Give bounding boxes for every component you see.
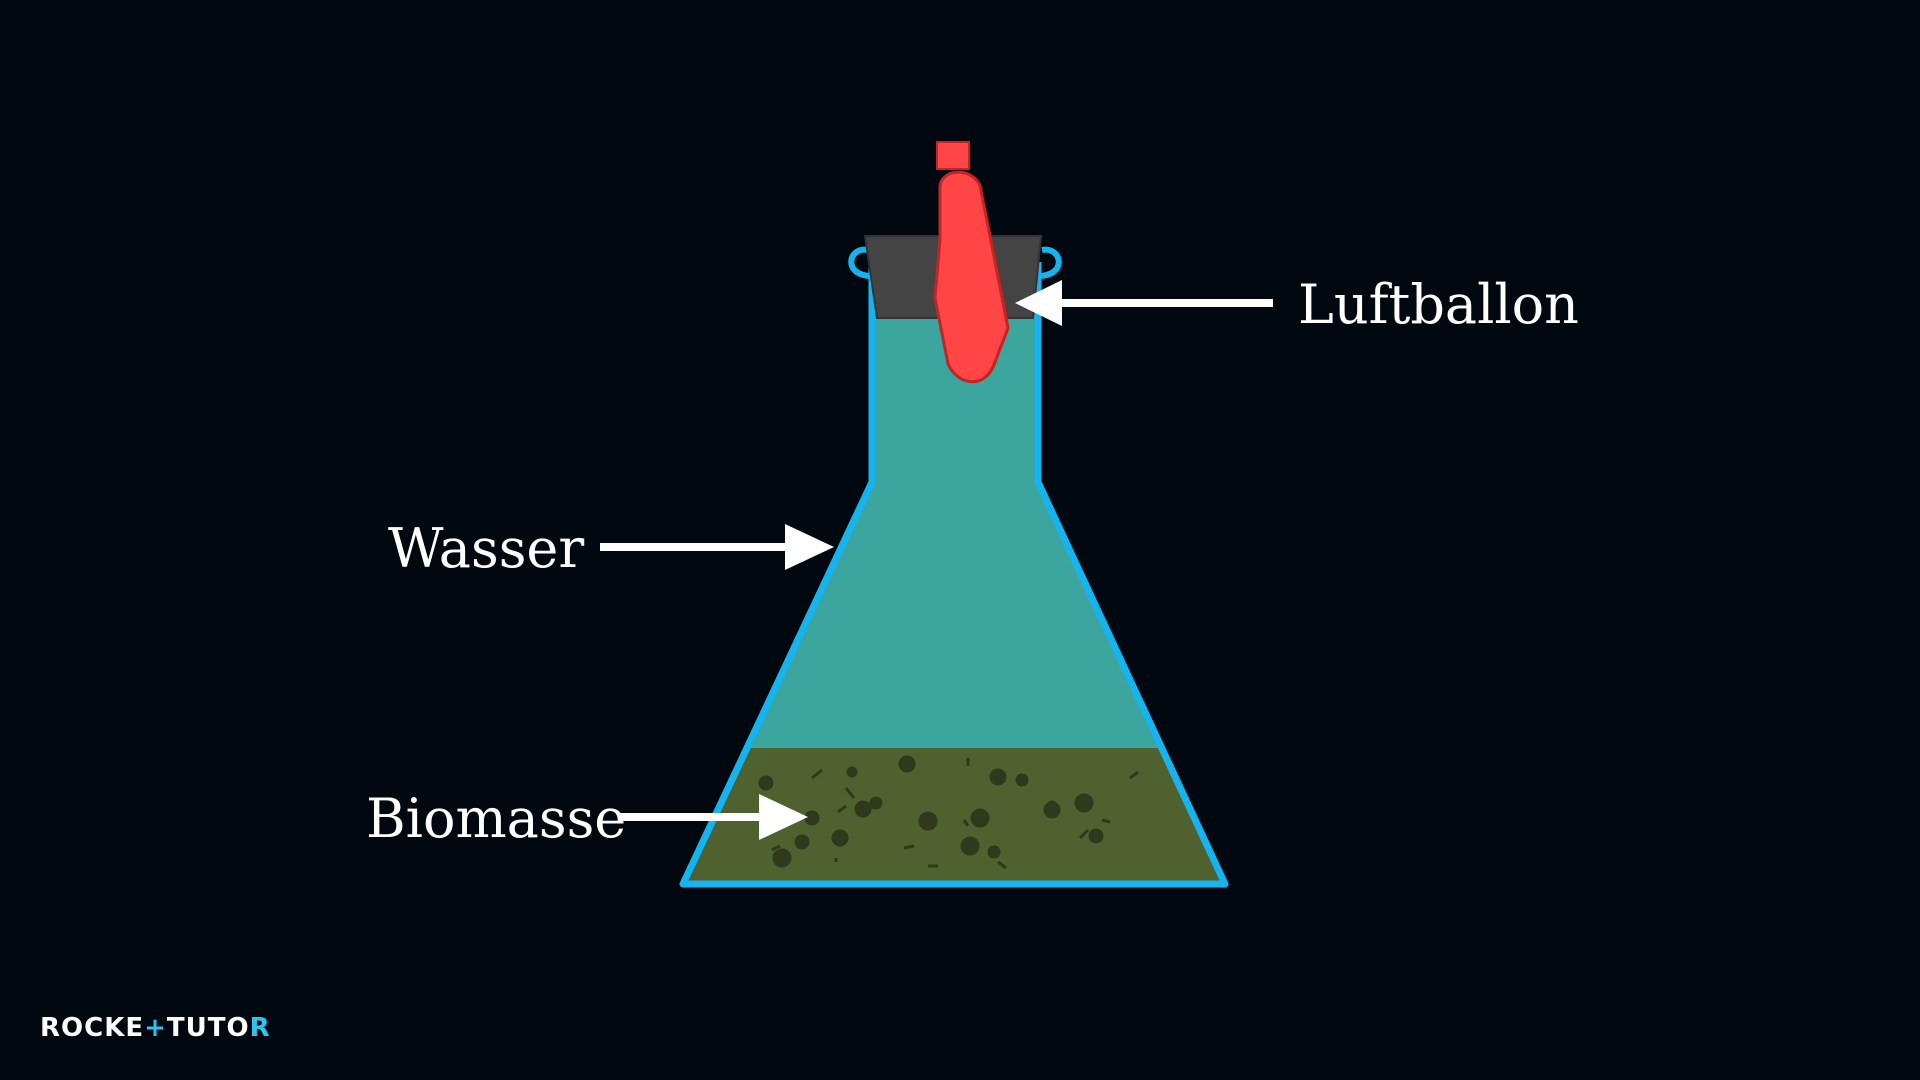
flask-rim-right — [1037, 246, 1062, 279]
biomass-fiber — [811, 768, 823, 780]
biomass-fiber — [1078, 828, 1090, 840]
biomass-particle — [804, 810, 820, 826]
biomass-particle — [1088, 828, 1104, 844]
balloon-arrow — [1015, 280, 1273, 326]
biomass-particle — [898, 755, 916, 773]
biomass-particle — [758, 775, 774, 791]
water-arrow — [600, 524, 834, 570]
flask-rim-left — [848, 246, 873, 279]
balloon — [933, 141, 1010, 384]
plus-icon: + — [144, 1013, 167, 1043]
biomass-particle — [794, 834, 810, 850]
water-label: Wasser — [388, 517, 584, 580]
biomass-fiber — [837, 804, 847, 814]
biomass-label: Biomasse — [366, 787, 626, 850]
biomass-particle — [854, 800, 872, 818]
biomass-particle — [989, 768, 1007, 786]
biomass-fiber — [869, 802, 881, 810]
balloon-body — [933, 170, 1010, 384]
balloon-label: Luftballon — [1298, 273, 1579, 336]
flask-outline — [679, 262, 1229, 888]
biomass-fiber — [1101, 818, 1111, 824]
biomass-particle — [970, 808, 990, 828]
biomass-particle — [772, 848, 792, 868]
biomass-arrow — [620, 794, 808, 840]
biomass-particle — [846, 766, 858, 778]
biomass-fiber — [844, 787, 856, 799]
biomass-particle — [1046, 800, 1058, 812]
biomass-fiber — [1129, 770, 1139, 780]
logo-r-icon: R — [249, 1013, 271, 1043]
biomass-fiber — [962, 819, 970, 827]
biomass-fiber — [903, 844, 915, 850]
logo-text-left: ROCKE — [40, 1013, 145, 1043]
logo-text-right: TUTO — [166, 1013, 250, 1043]
balloon-tip — [936, 141, 970, 170]
biomass-particles — [758, 755, 1139, 870]
biomass-particle — [987, 845, 1001, 859]
biomass-particle — [918, 811, 938, 831]
biomass-particle — [1015, 773, 1029, 787]
biomass-particle — [960, 836, 980, 856]
biomass-particle — [831, 829, 849, 847]
biomass-fiber — [997, 860, 1007, 870]
biomass-fiber — [771, 844, 781, 852]
biomass-particle — [1074, 793, 1094, 813]
